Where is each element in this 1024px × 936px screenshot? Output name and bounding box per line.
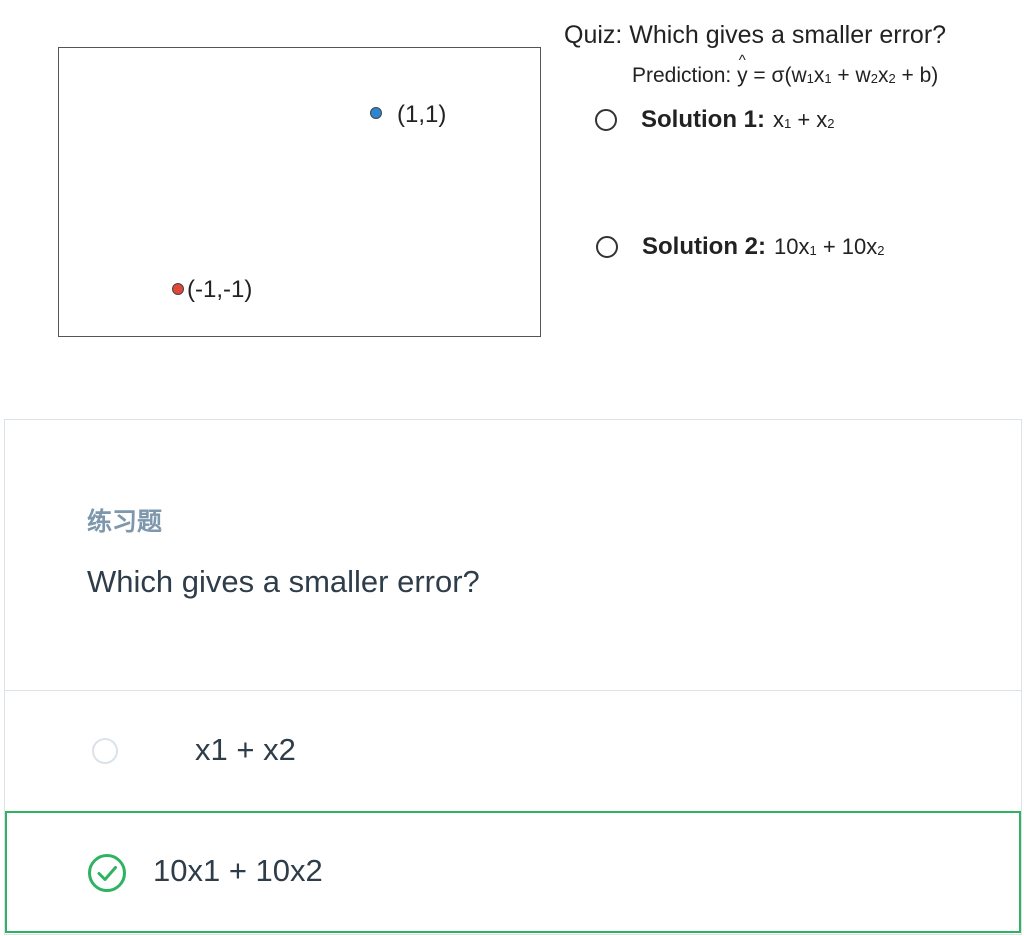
answer-option-text: 10x1 + 10x2 bbox=[153, 853, 323, 888]
answer-option-2[interactable]: 10x1 + 10x2 bbox=[5, 811, 1021, 933]
quiz-card: 练习题 Which gives a smaller error? x1 + x2… bbox=[4, 419, 1022, 935]
slide-solution-1: Solution 1: x1 + x2 bbox=[595, 106, 835, 134]
solution-label: Solution 1: bbox=[641, 106, 765, 133]
question-text: Which gives a smaller error? bbox=[87, 564, 480, 599]
answer-option-text: x1 + x2 bbox=[195, 732, 296, 767]
blue-point-marker bbox=[370, 107, 382, 119]
slide-quiz-title: Quiz: Which gives a smaller error? bbox=[564, 21, 947, 49]
solution-label: Solution 2: bbox=[642, 233, 766, 260]
radio-ring-icon bbox=[595, 109, 617, 131]
plot-area bbox=[58, 47, 541, 337]
radio-button[interactable] bbox=[92, 738, 118, 764]
check-circle-icon bbox=[88, 854, 126, 892]
radio-ring-icon bbox=[596, 236, 618, 258]
solution-formula: 10x1 + 10x2 bbox=[773, 234, 885, 259]
slide-solution-2: Solution 2: 10x1 + 10x2 bbox=[596, 233, 884, 261]
blue-point-label: (1,1) bbox=[397, 101, 447, 128]
red-point-marker bbox=[172, 283, 184, 295]
solution-formula: x1 + x2 bbox=[772, 107, 835, 132]
lecture-slide: (1,1) (-1,-1) Quiz: Which gives a smalle… bbox=[0, 0, 1024, 400]
quiz-card-header: 练习题 Which gives a smaller error? bbox=[5, 420, 1021, 691]
answer-option-1[interactable]: x1 + x2 bbox=[5, 691, 1021, 811]
exercise-label: 练习题 bbox=[87, 508, 163, 536]
prediction-formula: Prediction: ^y = σ(w1x1 + w2x2 + b) bbox=[632, 52, 939, 87]
red-point-label: (-1,-1) bbox=[187, 276, 253, 303]
